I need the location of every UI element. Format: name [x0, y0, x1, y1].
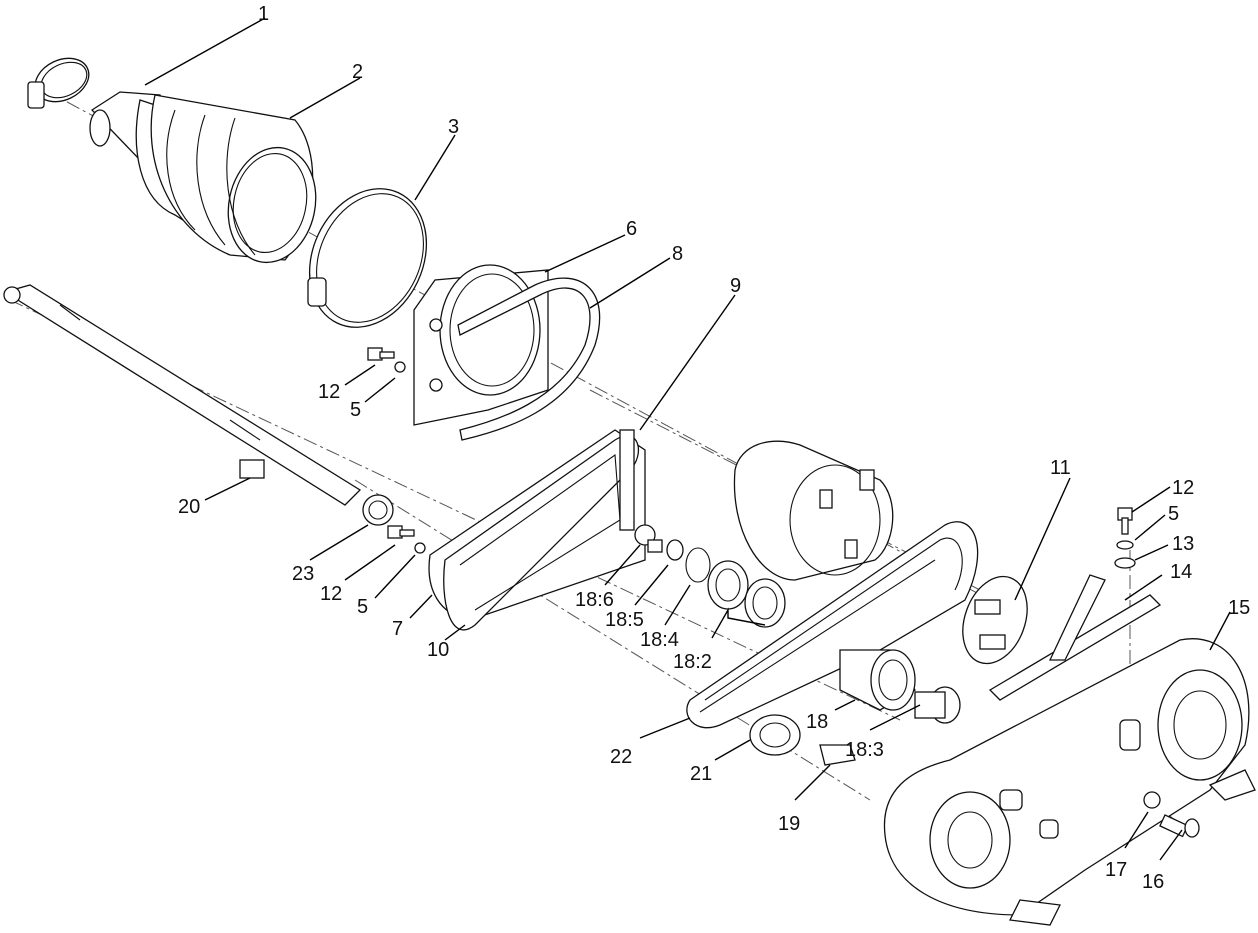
callout-8: 8	[672, 243, 683, 265]
callout-17: 17	[1105, 859, 1127, 881]
callout-20: 20	[178, 496, 200, 518]
part-2-boot	[89, 91, 317, 264]
callout-1: 1	[258, 3, 269, 25]
callout-23: 23	[292, 563, 314, 585]
part-12-bolt-bracket	[1117, 507, 1133, 535]
part-1-hose-clamp	[27, 57, 90, 109]
callout-14: 14	[1170, 561, 1192, 583]
part-9-strip	[619, 429, 635, 531]
callout-18: 18	[806, 711, 828, 733]
part-23-bearing	[362, 494, 394, 526]
callout-7: 7	[392, 618, 403, 640]
callout-16: 16	[1142, 871, 1164, 893]
callout-19: 19	[778, 813, 800, 835]
leader-lines	[144, 17, 1231, 861]
callout-9: 9	[730, 275, 741, 297]
callout-5-bracket: 5	[1168, 503, 1179, 525]
callout-labels: 1 2 3 6 8 9 12 5 20 23 12 5 7 10 18:6 18…	[178, 3, 1250, 893]
callout-18-6: 18:6	[575, 589, 614, 611]
part-13-washer	[1114, 557, 1136, 569]
callout-6: 6	[626, 218, 637, 240]
callout-11: 11	[1050, 457, 1071, 479]
callout-5-belt: 5	[357, 596, 368, 618]
part-12-bolt-belt	[387, 525, 426, 554]
callout-18-5: 18:5	[605, 609, 644, 631]
callout-18-3: 18:3	[845, 739, 884, 761]
part-3-large-clamp	[307, 188, 428, 328]
part-17-lock-washer	[1143, 791, 1161, 809]
callout-15: 15	[1228, 597, 1250, 619]
callout-2: 2	[352, 61, 363, 83]
callout-12-belt: 12	[320, 583, 342, 605]
part-11-pulley-plate	[962, 575, 1028, 665]
callout-5-plate: 5	[350, 399, 361, 421]
part-18-idler-pulley	[839, 649, 916, 711]
callout-22: 22	[610, 746, 632, 768]
callout-18-4: 18:4	[640, 629, 679, 651]
callout-18-2: 18:2	[673, 651, 712, 673]
drive-shaft	[3, 284, 362, 506]
part-18-3-spacer	[914, 686, 961, 724]
part-21-sprocket	[749, 714, 801, 756]
part-18-6-bolt	[634, 524, 663, 553]
part-14-bracket	[988, 574, 1162, 701]
part-18-2-bearings	[707, 560, 786, 628]
part-18-4-snap-ring	[685, 547, 711, 583]
part-15-housing	[883, 638, 1256, 926]
part-12-bolt-plate	[367, 347, 406, 373]
callout-13: 13	[1172, 533, 1194, 555]
part-5-washer-bracket	[1116, 540, 1134, 550]
callout-21: 21	[690, 763, 712, 785]
callout-12-bracket: 12	[1172, 477, 1194, 499]
part-18-5-washer	[666, 539, 684, 561]
callout-3: 3	[448, 116, 459, 138]
motor	[733, 440, 894, 581]
callout-12-plate: 12	[318, 381, 340, 403]
part-19-bushing	[819, 744, 856, 766]
part-8-gasket	[457, 277, 601, 441]
callout-10: 10	[427, 639, 449, 661]
